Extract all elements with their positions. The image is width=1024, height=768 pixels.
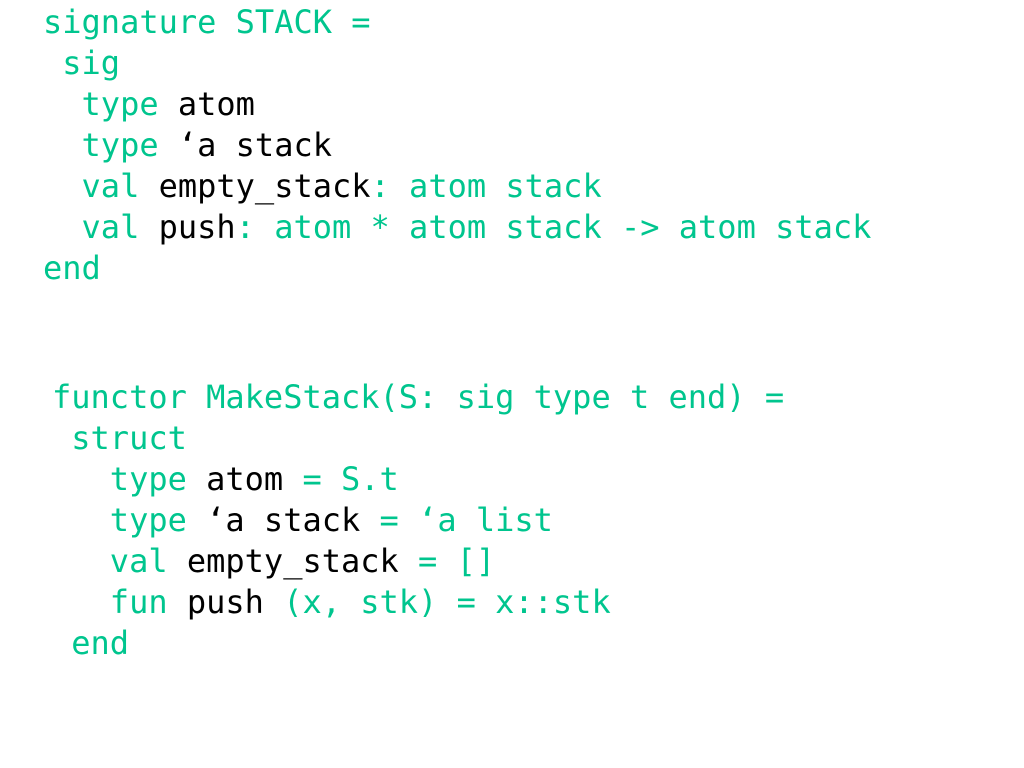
code-keyword-token: type [43,85,178,123]
code-keyword-token: : atom * atom stack -> atom stack [235,208,872,246]
code-line: struct [52,418,784,459]
code-identifier-token: ‘a stack [206,501,361,539]
code-line: type ‘a stack [43,125,871,166]
code-keyword-token: val [43,167,159,205]
code-line: end [43,248,871,289]
code-keyword-token: sig [43,44,121,82]
code-keyword-token: type [52,460,207,498]
code-identifier-token: push [186,583,264,621]
code-line: val empty_stack: atom stack [43,166,871,207]
code-keyword-token: val [52,542,187,580]
code-line: val empty_stack = [] [52,541,784,582]
code-line: type atom [43,84,871,125]
code-keyword-token: type [52,501,207,539]
code-keyword-token: fun [52,583,187,621]
signature-code-block: signature STACK = sig type atom type ‘a … [43,2,871,289]
code-keyword-token: functor MakeStack(S: sig type t end) = [52,378,785,416]
code-line: end [52,623,784,664]
code-identifier-token: push [158,208,236,246]
code-line: signature STACK = [43,2,871,43]
code-keyword-token: = [] [398,542,496,580]
code-keyword-token: struct [52,419,187,457]
code-keyword-token: signature STACK = [43,3,371,41]
code-keyword-token: end [43,249,101,287]
code-line: functor MakeStack(S: sig type t end) = [52,377,784,418]
code-keyword-token: = S.t [283,460,399,498]
code-keyword-token: = ‘a list [360,501,553,539]
code-identifier-token: atom [206,460,284,498]
code-line: sig [43,43,871,84]
code-identifier-token: ‘a stack [177,126,332,164]
code-line: type atom = S.t [52,459,784,500]
functor-code-block: functor MakeStack(S: sig type t end) = s… [52,377,784,664]
code-keyword-token: type [43,126,178,164]
code-keyword-token: end [52,624,130,662]
code-keyword-token: val [43,208,159,246]
code-keyword-token: : atom stack [370,167,602,205]
code-identifier-token: atom [177,85,255,123]
code-keyword-token: (x, stk) = x::stk [263,583,611,621]
code-line: val push: atom * atom stack -> atom stac… [43,207,872,248]
code-identifier-token: empty_stack [186,542,399,580]
code-line: fun push (x, stk) = x::stk [52,582,784,623]
code-line: type ‘a stack = ‘a list [52,500,784,541]
code-identifier-token: empty_stack [158,167,371,205]
